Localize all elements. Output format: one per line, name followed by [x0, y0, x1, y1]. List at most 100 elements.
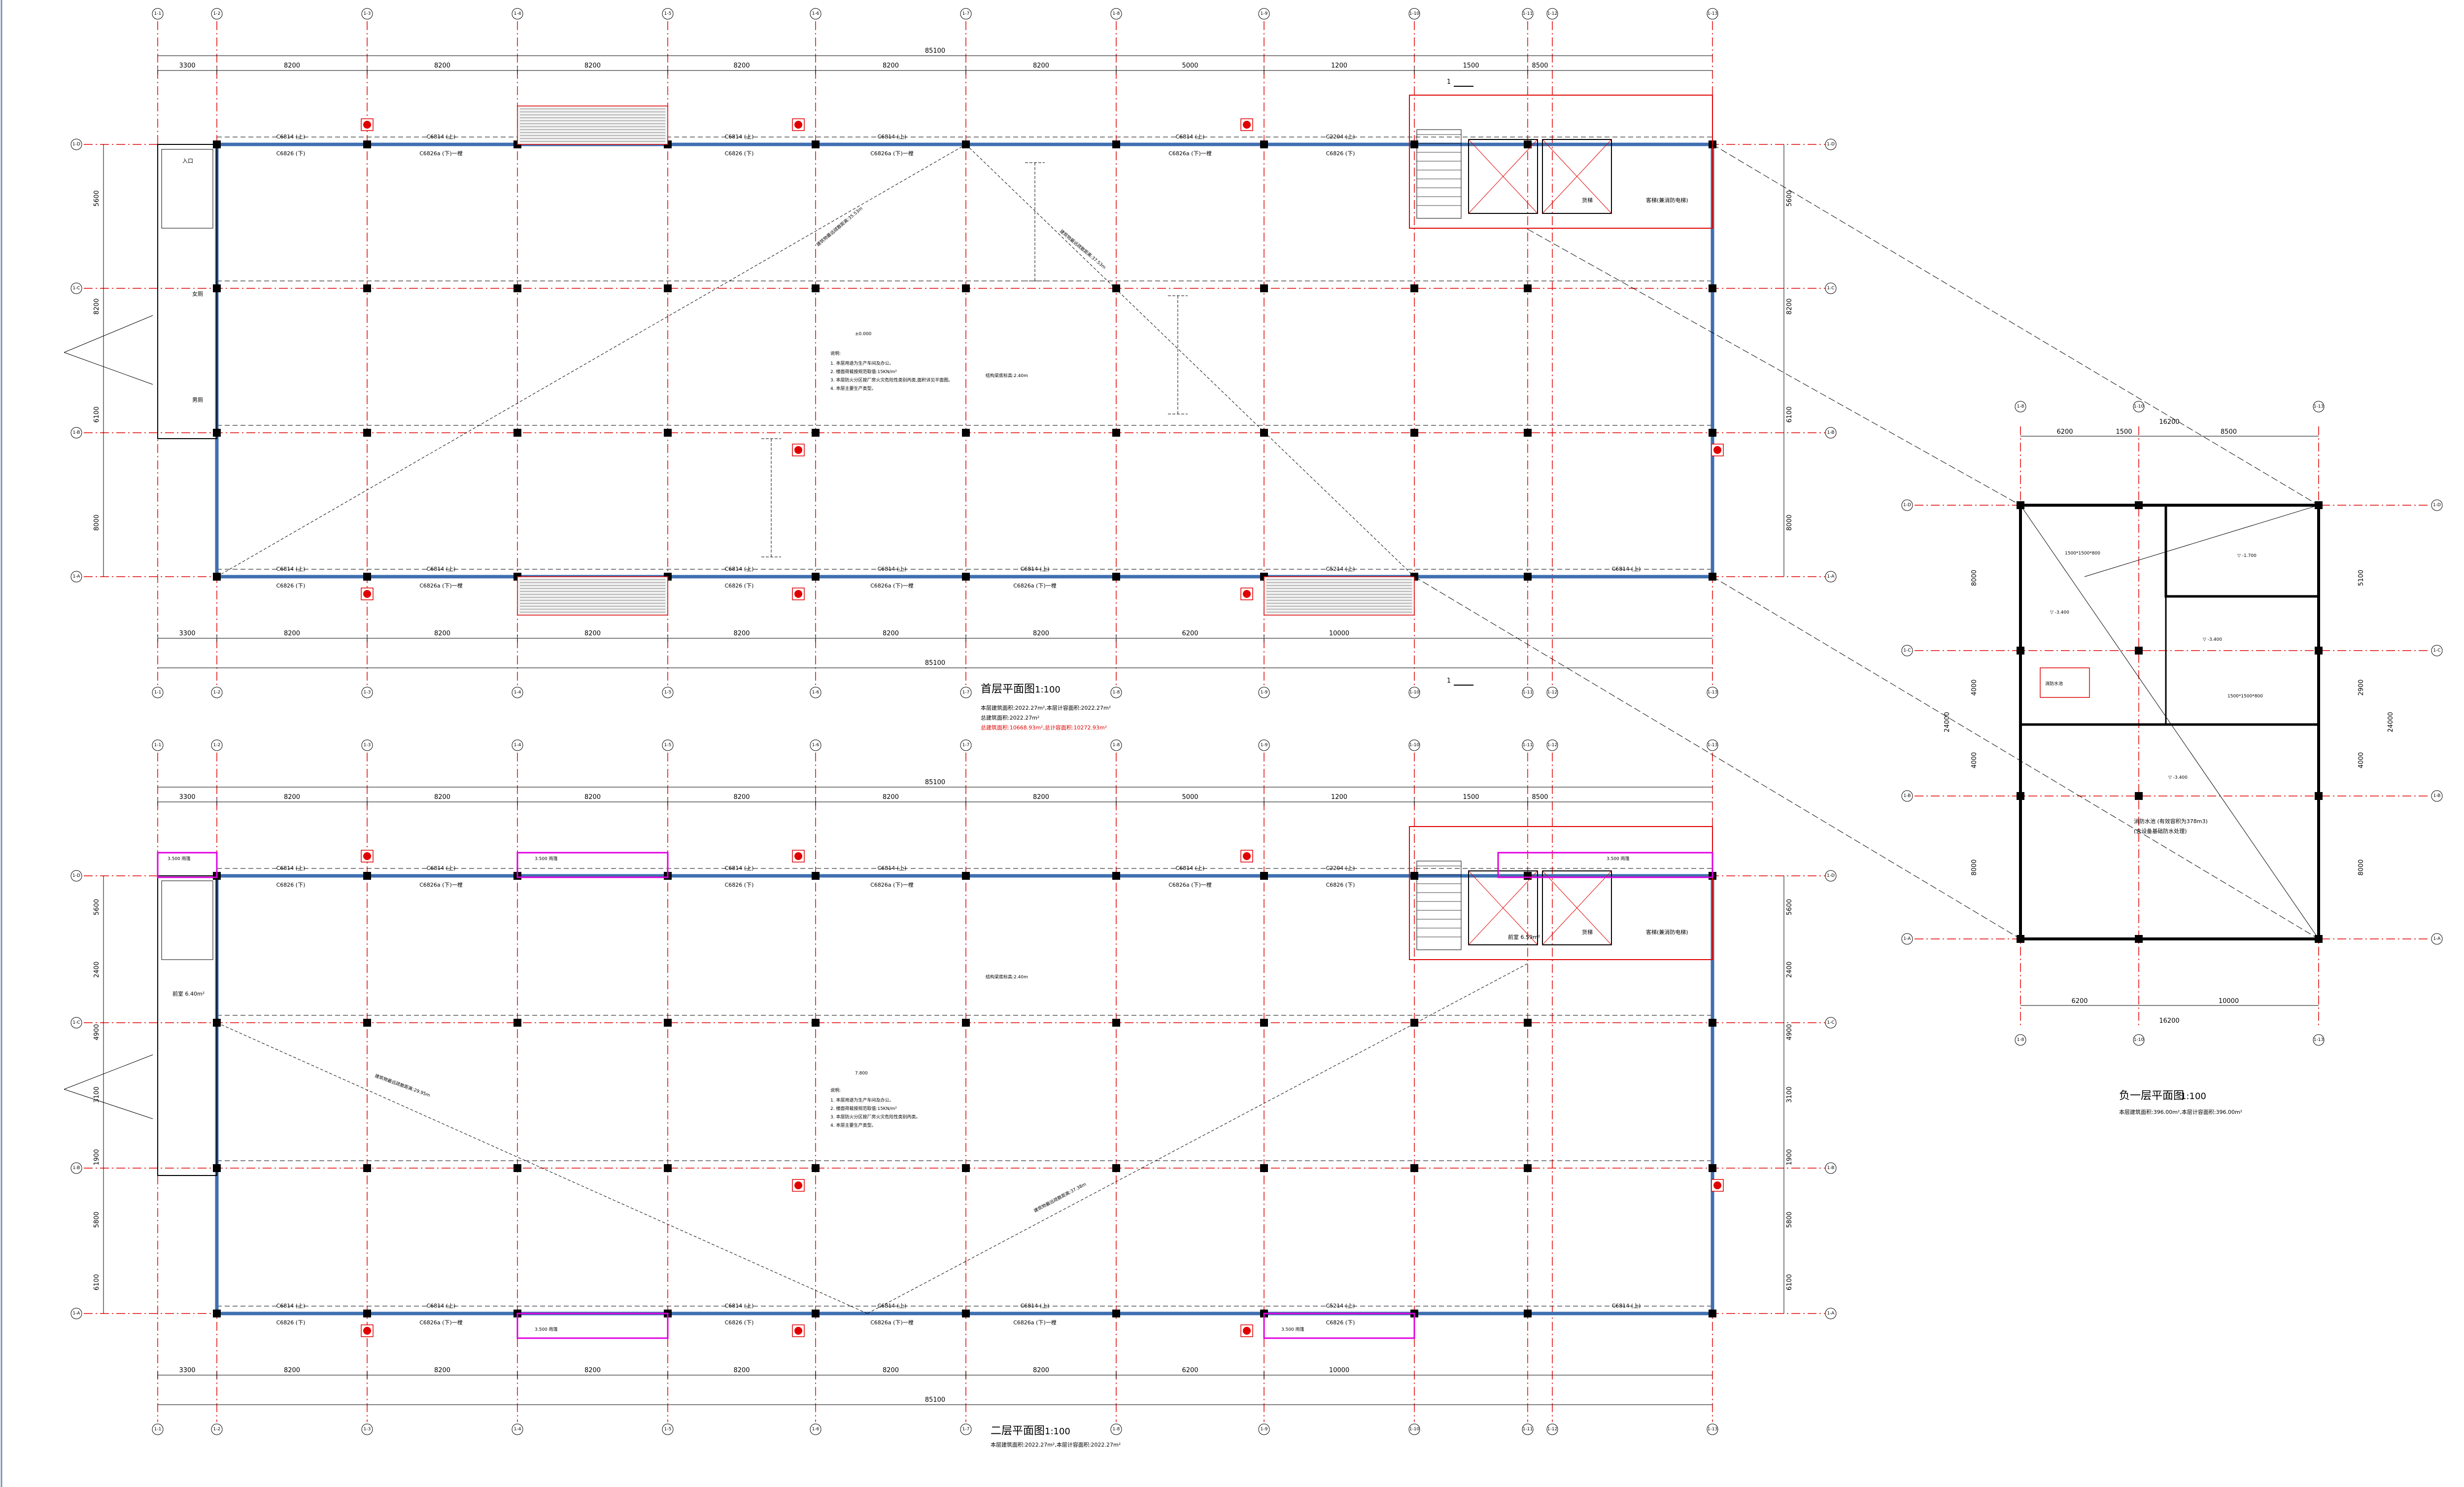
gf-axis-bubble — [810, 687, 821, 698]
gf-axis-bubble — [1825, 282, 1837, 294]
gf-column — [213, 140, 221, 148]
sf-axis-label: 1-C — [1827, 1020, 1834, 1025]
gf-elevator-core-outline — [1409, 95, 1713, 229]
gf-axis-bubble — [810, 8, 821, 20]
sf-window-label-top-lower: C6826 (下) — [725, 882, 754, 888]
gf-beam-note: 结构梁底标高:2.40m — [986, 373, 1028, 379]
sf-axis-bubble — [1546, 739, 1558, 751]
sf-axis-bubble — [512, 1423, 523, 1435]
gf-column — [1112, 573, 1120, 581]
sf-dim-left: 2400 — [93, 962, 101, 978]
gf-window-label-top-lower: C6826 (下) — [725, 150, 754, 157]
sf-axis-bubble — [1522, 1423, 1534, 1435]
gf-stair-ne — [1416, 129, 1462, 219]
sf-dim-top: 8200 — [883, 794, 899, 801]
gf-axis-bubble — [1110, 8, 1122, 20]
sf-dim-bottom: 8200 — [1033, 1367, 1049, 1374]
sf-axis-label: 1-3 — [364, 743, 371, 748]
sf-axis-label: 1-6 — [812, 743, 820, 748]
sf-window-label-bottom: C6814 (上) — [1021, 1303, 1050, 1309]
gf-axis-label: 1-4 — [514, 690, 521, 695]
bf-axis-label: 1-D — [2433, 503, 2441, 508]
gf-elevator-cross — [1468, 139, 1538, 214]
gf-column — [1260, 140, 1268, 148]
sf-dim-left: 4900 — [93, 1024, 101, 1040]
gf-axis-bubble — [1825, 138, 1837, 150]
gf-axis-bubble — [512, 687, 523, 698]
gf-fire-rescue-dot — [794, 446, 802, 454]
sf-evac-line-1 — [216, 1022, 868, 1314]
gf-window-label-bottom-lower: C6826a (下)一樘 — [870, 582, 914, 589]
sf-axis-bubble — [810, 1423, 821, 1435]
sf-dim-top: 1200 — [1331, 794, 1347, 801]
gf-window-label-top-lower: C6826a (下)一樘 — [1168, 150, 1212, 157]
sf-column — [363, 1164, 371, 1172]
gf-fire-rescue-dot — [1243, 590, 1251, 598]
sf-axis-label: 1-5 — [664, 743, 672, 748]
gf-column — [962, 429, 970, 437]
sf-stair-core — [161, 880, 213, 960]
gf-axis-bubble — [70, 138, 82, 150]
sf-dim-right: 5800 — [1786, 1211, 1793, 1228]
bf-axis-bubble — [1901, 645, 1913, 657]
gf-axis-label: 1-10 — [1409, 690, 1420, 695]
sf-axis-bubble — [70, 1308, 82, 1319]
gf-window-label-bottom-lower: C6826 (下) — [276, 583, 306, 589]
gf-axis-bubble — [1110, 687, 1122, 698]
gf-dim-bottom: 8200 — [584, 630, 601, 637]
gf-evac-line-1 — [216, 144, 966, 577]
sf-window-label-bottom: C5214 (上) — [1326, 1303, 1355, 1309]
gf-note-4: 4. 本层主要生产类型。 — [830, 385, 876, 391]
sf-axis-bubble — [1110, 739, 1122, 751]
gf-window-label-top: C6814 (上) — [276, 134, 306, 140]
gf-axis-label: 1-B — [1827, 430, 1835, 435]
sf-window-label-bottom-lower: C6826 (下) — [276, 1319, 306, 1326]
bf-axis-label: 1-8 — [2017, 404, 2024, 409]
gf-leader-line — [64, 315, 153, 353]
sf-canopy — [157, 852, 218, 878]
bf-axis-label: 1-D — [1903, 503, 1911, 508]
gf-equipment-outline — [761, 438, 781, 557]
basement-title: 负一层平面图 — [2119, 1090, 2184, 1102]
gf-axis-label: 1-12 — [1547, 690, 1557, 695]
second-floor-plan: 1-11-11-21-21-31-31-41-41-51-51-61-61-71… — [64, 739, 1837, 1435]
sf-axis-label: 1-13 — [1708, 743, 1717, 748]
gf-column — [363, 284, 371, 292]
gf-column — [664, 284, 672, 292]
gf-axis-label: 1-10 — [1409, 11, 1420, 16]
sf-axis-label: 1-3 — [364, 1427, 371, 1432]
sf-window-label-top: C6814 (上) — [878, 865, 907, 871]
gf-column — [1260, 284, 1268, 292]
sf-window-label-bottom: C6814 (上) — [725, 1303, 754, 1309]
sf-elevator-cross — [1542, 870, 1612, 945]
gf-axis-bubble — [361, 687, 373, 698]
sf-fire-rescue-dot — [363, 1327, 371, 1335]
sf-dim-bottom: 8200 — [883, 1367, 899, 1374]
sf-axis-label: 1-5 — [664, 1427, 672, 1432]
gf-fire-rescue-dot — [794, 121, 802, 129]
bf-vent-note: 1500*1500*800 — [2227, 694, 2263, 699]
sf-canopy — [1497, 852, 1713, 878]
ground-floor-info-2: 总建筑面积:2022.27m² — [981, 714, 1039, 721]
gf-column — [1524, 573, 1532, 581]
gf-column — [1709, 429, 1716, 437]
sf-axis-label: 1-12 — [1547, 743, 1557, 748]
gf-axis-bubble — [361, 8, 373, 20]
gf-axis-bubble — [1825, 427, 1837, 439]
sf-column — [962, 1019, 970, 1027]
gf-column — [1524, 140, 1532, 148]
sf-window-label-top-lower: C6826a (下)一樘 — [419, 881, 463, 888]
sf-column — [1410, 872, 1418, 880]
sf-window-label-top: C6814 (上) — [725, 865, 754, 871]
sf-column — [213, 1310, 221, 1317]
gf-column — [1524, 429, 1532, 437]
bf-axis-label: 1-13 — [2314, 404, 2324, 409]
gf-column — [1410, 140, 1418, 148]
gf-elevation: ±0.000 — [855, 332, 872, 337]
sf-column — [363, 1310, 371, 1317]
sf-room-label: 货梯 — [1582, 929, 1593, 935]
sf-axis-bubble — [1522, 739, 1534, 751]
bf-axis-bubble — [2431, 790, 2443, 802]
sf-dim-left: 3100 — [93, 1086, 101, 1103]
sf-column — [1709, 1164, 1716, 1172]
